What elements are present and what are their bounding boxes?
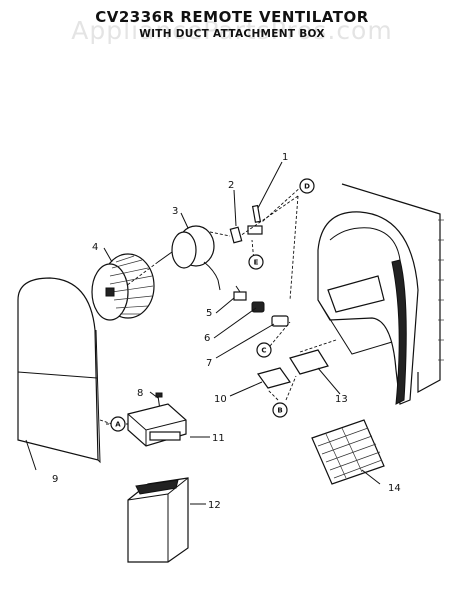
part-3-motor[interactable] bbox=[157, 225, 221, 291]
reference-callout-c: C bbox=[256, 342, 272, 358]
part-10-bracket[interactable] bbox=[257, 367, 291, 389]
part-number-1: 1 bbox=[282, 152, 288, 163]
diagram-title: CV2336R REMOTE VENTILATOR bbox=[95, 8, 369, 26]
diagram-subtitle: WITH DUCT ATTACHMENT BOX bbox=[139, 28, 325, 40]
part-13-bracket-plate[interactable] bbox=[289, 349, 329, 375]
part-6-connector[interactable] bbox=[251, 301, 265, 313]
reference-letter-a: A bbox=[115, 421, 121, 429]
part-number-14: 14 bbox=[388, 483, 401, 494]
part-4-blower-wheel[interactable] bbox=[91, 253, 155, 321]
part-9-front-panel[interactable] bbox=[17, 277, 101, 464]
reference-callout-a: A bbox=[110, 416, 126, 432]
part-number-6: 6 bbox=[204, 333, 210, 344]
part-number-3: 3 bbox=[172, 206, 178, 217]
part-number-10: 10 bbox=[214, 394, 227, 405]
part-7-block[interactable] bbox=[271, 315, 289, 327]
part-number-7: 7 bbox=[206, 358, 212, 369]
part-number-5: 5 bbox=[206, 308, 212, 319]
ventilator-housing[interactable] bbox=[317, 183, 444, 405]
reference-letter-c: C bbox=[261, 347, 266, 355]
part-11-terminal-box[interactable] bbox=[127, 403, 187, 447]
part-number-12: 12 bbox=[208, 500, 221, 511]
part-12-duct-box[interactable] bbox=[127, 477, 189, 563]
part-number-9: 9 bbox=[52, 474, 58, 485]
leader-lines bbox=[25, 161, 381, 505]
reference-letter-e: E bbox=[254, 259, 259, 267]
part-number-2: 2 bbox=[228, 180, 234, 191]
reference-letter-d: D bbox=[304, 183, 310, 191]
part-1-screw[interactable] bbox=[247, 204, 263, 235]
part-2-bracket[interactable] bbox=[229, 226, 243, 244]
reference-callout-e: E bbox=[248, 254, 264, 270]
part-number-13: 13 bbox=[335, 394, 348, 405]
part-14-grille[interactable] bbox=[311, 419, 385, 485]
part-number-11: 11 bbox=[212, 433, 225, 444]
reference-callout-d: D bbox=[299, 178, 315, 194]
reference-callout-b: B bbox=[272, 402, 288, 418]
part-number-4: 4 bbox=[92, 242, 98, 253]
part-5-connector[interactable] bbox=[233, 285, 247, 301]
reference-letter-b: B bbox=[277, 407, 282, 415]
part-number-8: 8 bbox=[137, 388, 143, 399]
